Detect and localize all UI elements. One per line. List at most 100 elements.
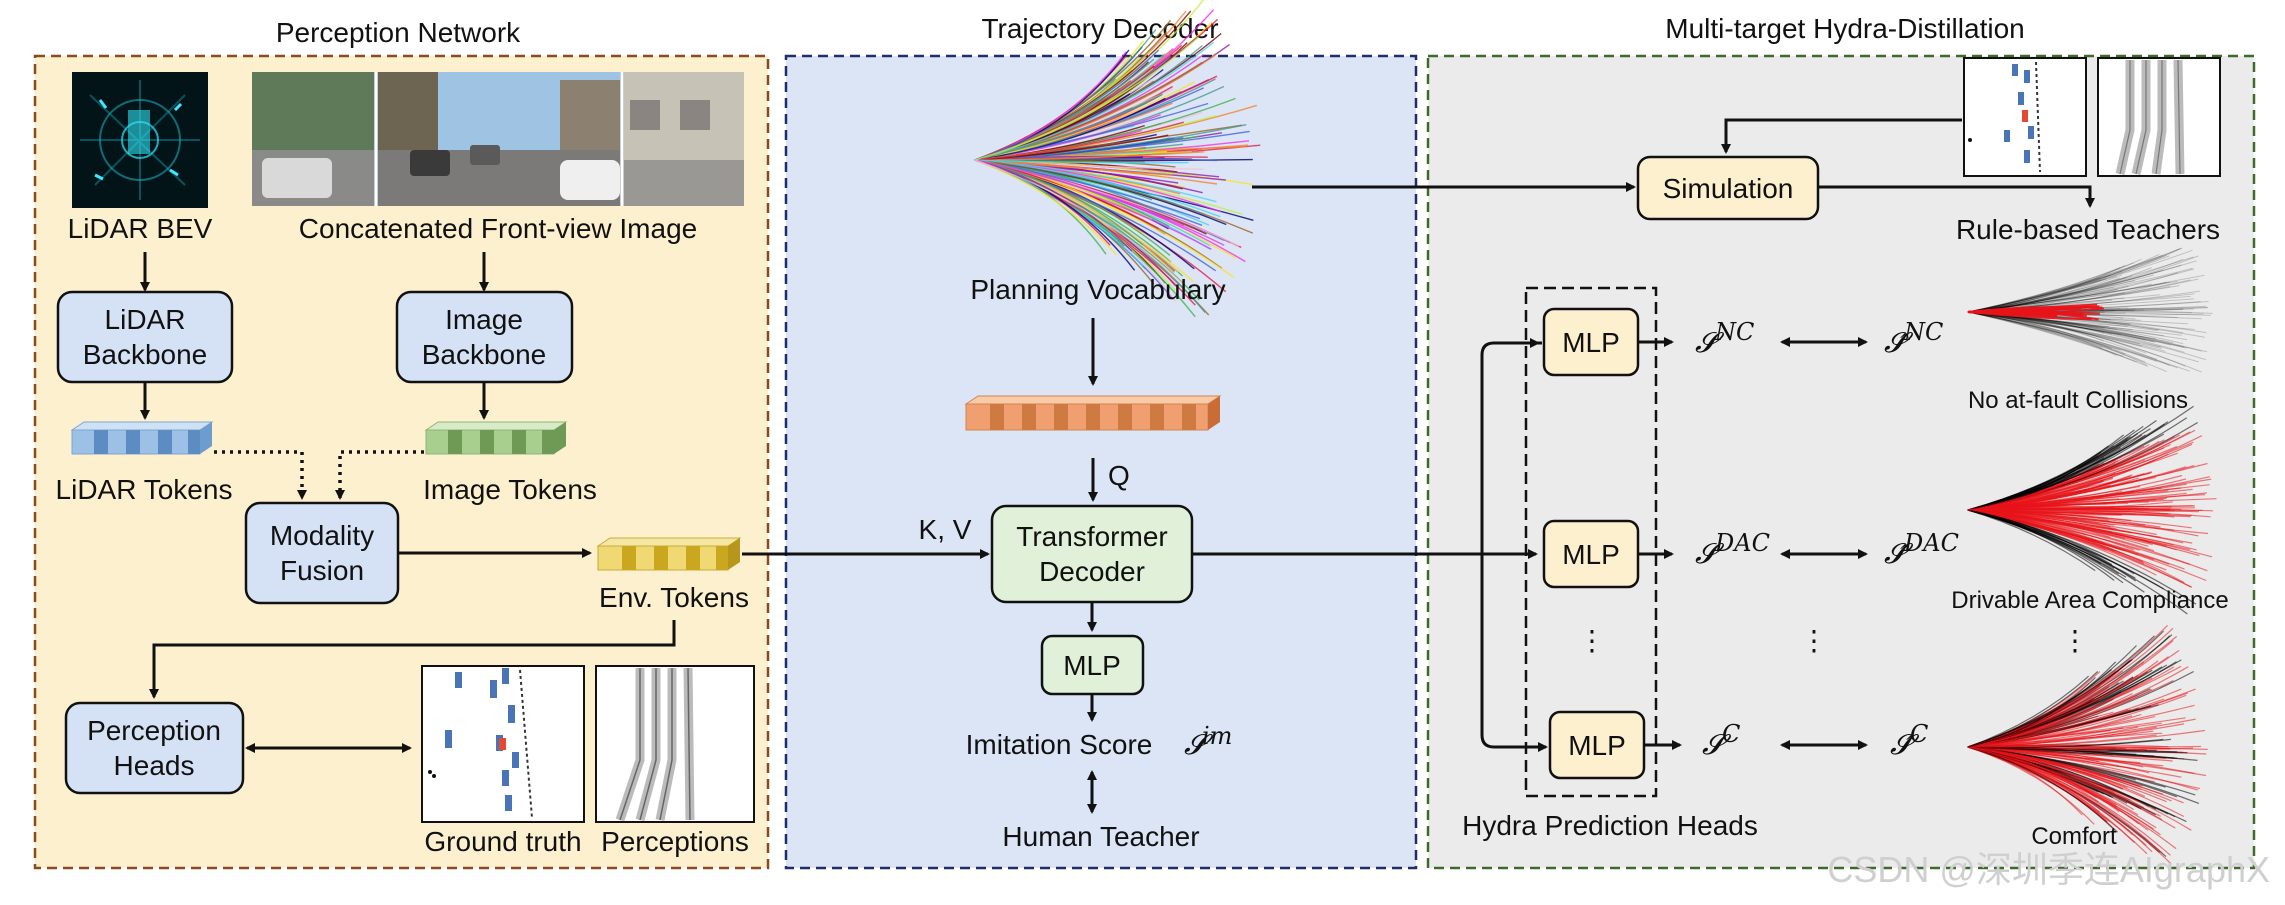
planning-vocabulary-fan bbox=[974, 0, 1261, 318]
planning-vocabulary-label: Planning Vocabulary bbox=[970, 274, 1225, 305]
nc-trajectory-line bbox=[1967, 311, 2103, 349]
nc-trajectory-line bbox=[1967, 256, 2194, 313]
dac-trajectory-line bbox=[1967, 509, 2135, 575]
vocab-trajectory-line bbox=[974, 49, 1160, 161]
human-teacher-label: Human Teacher bbox=[1002, 821, 1199, 852]
comfort-trajectory-line bbox=[1967, 665, 2182, 748]
transformer-decoder-line2: Decoder bbox=[1039, 556, 1145, 587]
image-tokens-label: Image Tokens bbox=[423, 474, 597, 505]
env-tokens bbox=[596, 537, 742, 571]
simulation-lane-map bbox=[2097, 57, 2221, 177]
imitation-score-label: Imitation Score bbox=[966, 729, 1153, 760]
rule-teachers-label: Rule-based Teachers bbox=[1956, 214, 2220, 245]
lidar-tokens-label: LiDAR Tokens bbox=[56, 474, 233, 505]
nc-trajectory-line bbox=[1967, 275, 2117, 313]
comfort-trajectory-line bbox=[1967, 746, 2118, 833]
ground-truth-map bbox=[421, 665, 585, 823]
nc-trajectory-line bbox=[1967, 311, 2146, 363]
modality-fusion-line2: Fusion bbox=[280, 555, 364, 586]
nc-trajectory-line bbox=[1967, 311, 2143, 347]
no-collision-trajectories bbox=[1967, 247, 2213, 373]
simulation-label: Simulation bbox=[1663, 173, 1794, 204]
mlp-ellipsis: ⋮ bbox=[1578, 625, 1606, 656]
nc-trajectory-line bbox=[1967, 249, 2193, 313]
nc-trajectory-line bbox=[1967, 255, 2170, 313]
dac-trajectory-line bbox=[1967, 417, 2188, 511]
comfort-caption: Comfort bbox=[2031, 823, 2117, 850]
nc-trajectory-line bbox=[1967, 247, 2183, 313]
comfort-trajectories bbox=[1967, 624, 2208, 865]
lidar-bev-label: LiDAR BEV bbox=[68, 213, 213, 244]
comfort-trajectory-line bbox=[1967, 711, 2114, 748]
comfort-trajectory-line bbox=[1967, 746, 2156, 816]
vocab-trajectory-line bbox=[974, 121, 1184, 161]
watermark: CSDN @深圳季连AIgraphX bbox=[1827, 849, 2270, 890]
simulation-box: Simulation bbox=[1636, 155, 1820, 221]
imitation-mlp-box: MLP bbox=[1040, 634, 1145, 696]
mlp-head-dac: MLP bbox=[1542, 519, 1640, 589]
vocab-trajectory-line bbox=[974, 159, 1144, 246]
image-backbone-box: Image Backbone bbox=[395, 290, 574, 384]
teacher-ellipsis: ⋮ bbox=[2061, 625, 2089, 656]
perception-heads-box: Perception Heads bbox=[64, 701, 245, 795]
query-label: Q bbox=[1108, 460, 1130, 491]
teacher-dac-superscript: DAC bbox=[1903, 529, 1959, 557]
hydra-heads-label: Hydra Prediction Heads bbox=[1462, 810, 1758, 841]
vocab-trajectory-line bbox=[974, 97, 1166, 161]
nc-trajectory-line bbox=[1967, 253, 2160, 313]
score-ellipsis: ⋮ bbox=[1800, 625, 1828, 656]
mlp-head-c-label: MLP bbox=[1568, 730, 1626, 761]
dac-trajectory-line bbox=[1967, 425, 2144, 511]
nc-trajectory-line bbox=[1967, 311, 2178, 369]
dac-trajectory-line bbox=[1967, 474, 2133, 511]
nc-trajectory-line bbox=[1967, 262, 2134, 313]
lidar-backbone-box: LiDAR Backbone bbox=[56, 290, 234, 384]
mlp-head-dac-label: MLP bbox=[1562, 539, 1620, 570]
comfort-trajectory-line bbox=[1967, 746, 2131, 801]
mlp-head-c: MLP bbox=[1548, 710, 1646, 780]
nc-trajectory-line bbox=[1967, 311, 2121, 351]
nc-trajectory-line bbox=[1967, 280, 2136, 313]
no-collision-caption: No at-fault Collisions bbox=[1968, 387, 2188, 414]
vocab-trajectory-line bbox=[974, 159, 1225, 246]
transformer-decoder-line1: Transformer bbox=[1016, 521, 1167, 552]
nc-trajectory-line bbox=[1967, 311, 2124, 357]
imitation-score-superscript: im bbox=[1202, 722, 1232, 750]
teacher-c-superscript: C bbox=[1910, 720, 1928, 748]
comfort-trajectory-line bbox=[1967, 704, 2195, 748]
nc-trajectory-line bbox=[1967, 311, 2158, 362]
score-dac-superscript: DAC bbox=[1714, 529, 1770, 557]
comfort-trajectory-line bbox=[1967, 746, 2171, 856]
nc-trajectory-line bbox=[1967, 311, 2126, 355]
nc-trajectory-line bbox=[1967, 247, 2182, 313]
mlp-head-nc-label: MLP bbox=[1562, 327, 1620, 358]
teacher-nc-superscript: NC bbox=[1903, 318, 1943, 346]
vocab-trajectory-line bbox=[974, 159, 1218, 185]
dac-trajectory-line bbox=[1967, 509, 2124, 584]
vocab-trajectory-line bbox=[974, 159, 1254, 234]
vocab-trajectory-line bbox=[974, 159, 1189, 164]
front-view-image bbox=[252, 72, 744, 206]
nc-trajectory-line bbox=[1967, 248, 2180, 313]
vocab-trajectory-line bbox=[974, 159, 1118, 256]
vocab-trajectory-line bbox=[974, 81, 1196, 161]
front-view-label: Concatenated Front-view Image bbox=[299, 213, 697, 244]
nc-trajectory-line bbox=[1967, 274, 2111, 313]
transformer-decoder-box: Transformer Decoder bbox=[990, 504, 1194, 604]
nc-trajectory-line bbox=[1967, 270, 2123, 313]
perceptions-label: Perceptions bbox=[601, 826, 749, 857]
hydra-heads-container bbox=[1524, 286, 1658, 798]
vocab-trajectory-line bbox=[974, 159, 1133, 252]
nc-trajectory-line bbox=[1967, 311, 2149, 367]
lidar-backbone-line1: LiDAR bbox=[105, 304, 186, 335]
nc-trajectory-line bbox=[1967, 311, 2137, 363]
mlp-head-nc: MLP bbox=[1542, 307, 1640, 377]
nc-trajectory-line bbox=[1967, 311, 2112, 350]
trajectory-decoder-title: Trajectory Decoder bbox=[981, 13, 1218, 44]
nc-trajectory-line bbox=[1967, 254, 2163, 313]
dac-trajectory-line bbox=[1967, 509, 2185, 570]
perception-heads-line1: Perception bbox=[87, 715, 221, 746]
simulation-scene-map bbox=[1963, 57, 2087, 177]
comfort-trajectory-line bbox=[1967, 746, 2095, 825]
